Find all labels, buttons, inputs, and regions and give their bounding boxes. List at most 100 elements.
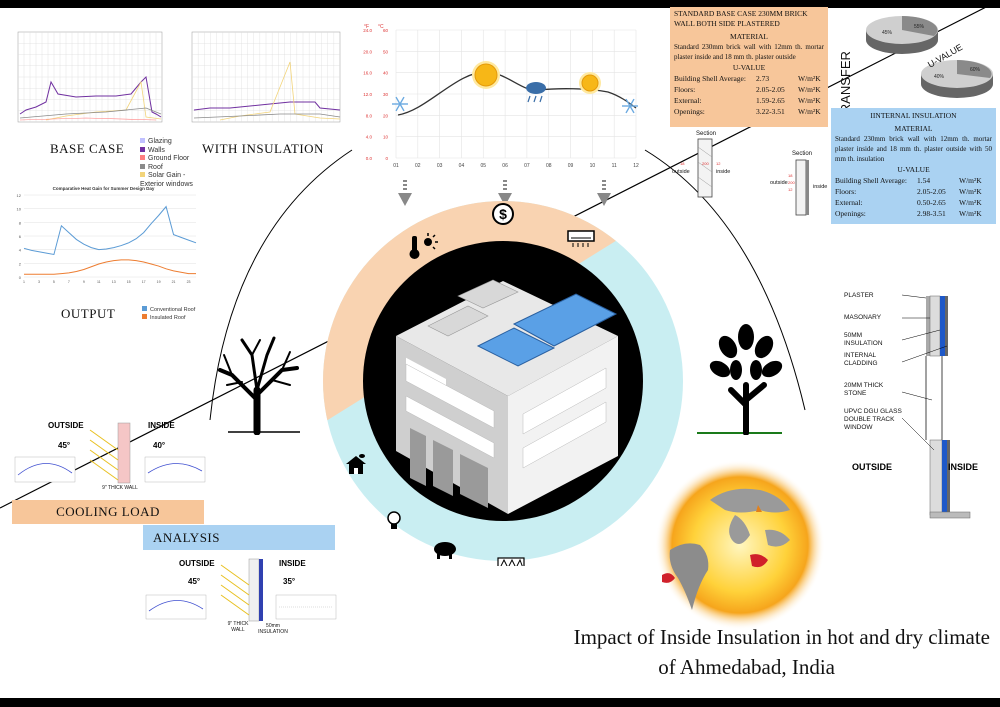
- pie-bottom-slice-b: 60%: [970, 67, 981, 73]
- climate-month-label: 09: [568, 163, 574, 169]
- pie-chart-top: 55% 45%: [866, 16, 938, 54]
- ins-uvalue-row-value: 0.50-2.65: [917, 198, 946, 207]
- base-case-caption: BASE CASE: [50, 141, 125, 156]
- output-chart-box: Comparative Heat Gain for Summer Design …: [6, 186, 201, 294]
- output-xtick: 17: [142, 280, 146, 284]
- climate-month-label: 06: [502, 163, 508, 169]
- detail-inside: INSIDE: [948, 462, 979, 472]
- legend-item-glazing: Glazing: [140, 138, 210, 147]
- cool-top-in-temp: 40°: [153, 441, 166, 450]
- detail-label-plaster: PLASTER: [844, 292, 874, 299]
- ins-uvalue-row-value: 1.54: [917, 176, 931, 185]
- section-ins-title: Section: [792, 151, 812, 157]
- rain-drop: [527, 95, 531, 103]
- base-uvalue-row-key: Building Shell Average:: [674, 74, 746, 83]
- bottom-black-bar: [0, 698, 1000, 707]
- cooling-diagram-bottom: OUTSIDE INSIDE 45° 35° 9" THICK WALL 50m…: [143, 553, 343, 638]
- insulation-roll-icon: [497, 557, 525, 566]
- sun-icon: [474, 63, 498, 87]
- climate-right-tick: 60: [383, 28, 389, 33]
- climate-month-label: 10: [590, 163, 596, 169]
- output-xtick: 5: [53, 280, 55, 284]
- insulation-uvalue-title: U-VALUE: [897, 165, 930, 174]
- legend-insulated-roof: Insulated Roof: [142, 314, 195, 322]
- output-chart-title: Comparative Heat Gain for Summer Design …: [52, 186, 155, 191]
- detail-label-insulation: 50MM INSULATION: [844, 332, 883, 347]
- cool-top-out-temp: 45°: [58, 441, 71, 450]
- base-uvalue-row-unit: W/m²K: [798, 96, 821, 105]
- section-base-dim-inner: 12: [716, 161, 721, 166]
- insulation-panel: IINTERNAL INSULATION MATERIAL Standard 2…: [831, 108, 996, 224]
- cool-bot-inside: INSIDE: [279, 559, 306, 568]
- ins-uvalue-row-key: Building Shell Average:: [835, 176, 907, 185]
- base-case-panel: STANDARD BASE CASE 230MM BRICK WALL BOTH…: [670, 7, 828, 127]
- lightbulb-icon: [387, 511, 401, 529]
- base-uvalue-row-unit: W/m²K: [798, 85, 821, 94]
- section-ins-dim-wall: 200: [788, 180, 795, 185]
- arrow-middle: [498, 180, 512, 206]
- snowflake-icon: [622, 98, 638, 114]
- climate-month-label: 02: [415, 163, 421, 169]
- climate-left-tick: 0.0: [366, 156, 373, 161]
- climate-month-label: 12: [633, 163, 639, 169]
- ins-uvalue-row-key: Floors:: [835, 187, 857, 196]
- output-ytick: 10: [17, 207, 22, 212]
- output-xtick: 11: [97, 280, 101, 284]
- base-uvalue-row-value: 1.59-2.65: [756, 96, 785, 105]
- ins-uvalue-row-unit: W/m²K: [959, 209, 982, 218]
- section-base: Section 18 200 12 outside inside: [672, 131, 730, 198]
- arrow-right: [597, 180, 611, 206]
- poster-title: Impact of Inside Insulation in hot and d…: [510, 622, 990, 682]
- climate-right-tick: 40: [383, 71, 389, 76]
- base-uvalue-row-key: External:: [674, 96, 702, 105]
- base-uvalue-row-value: 3.22-3.51: [756, 107, 785, 116]
- climate-month-label: 01: [393, 163, 399, 169]
- output-legend: Conventional Roof Insulated Roof: [142, 306, 195, 322]
- title-line-1: Impact of Inside Insulation in hot and d…: [573, 625, 990, 649]
- output-series-insulated: [24, 259, 196, 275]
- ins-uvalue-row-unit: W/m²K: [959, 198, 982, 207]
- base-uvalue-row-key: Floors:: [674, 85, 696, 94]
- section-base-dim-wall: 200: [702, 161, 709, 166]
- wall-detail-drawing: [902, 294, 971, 519]
- section-insulated: Section 18 200 12 outside inside: [770, 151, 827, 216]
- output-xtick: 13: [112, 280, 116, 284]
- insulation-material-title: MATERIAL: [894, 124, 933, 133]
- ins-uvalue-row: External: 0.50-2.65 W/m²K: [835, 197, 992, 208]
- output-ytick: 6: [19, 234, 22, 239]
- ins-uvalue-row-unit: W/m²K: [959, 187, 982, 196]
- output-xtick: 7: [68, 280, 70, 284]
- section-base-inside: inside: [716, 169, 730, 175]
- legend-item-ground-floor: Ground Floor: [140, 155, 210, 164]
- detail-label-window: UPVC DGU GLASS DOUBLE TRACK WINDOW: [844, 408, 902, 431]
- pie-chart-bottom: 60% 40%: [921, 60, 993, 98]
- climate-right-tick: 30: [383, 92, 389, 97]
- output-caption: OUTPUT: [61, 306, 116, 321]
- base-case-material-title: MATERIAL: [730, 32, 768, 41]
- top-black-bar: [0, 0, 1000, 8]
- climate-month-label: 07: [524, 163, 530, 169]
- base-case-chart: [6, 22, 166, 134]
- output-xtick: 1: [23, 280, 25, 284]
- piggy-bank-icon: [434, 542, 456, 559]
- ins-uvalue-row-key: External:: [835, 198, 863, 207]
- c-axis-label: °C: [378, 24, 384, 30]
- ins-uvalue-row-unit: W/m²K: [959, 176, 982, 185]
- cool-top-wall-label: 9" THICK WALL: [102, 485, 138, 491]
- base-case-uvalue-title: U-VALUE: [732, 63, 766, 72]
- legend-conventional-roof: Conventional Roof: [142, 306, 195, 314]
- output-xtick: 21: [172, 280, 176, 284]
- ins-uvalue-row-value: 2.05-2.05: [917, 187, 946, 196]
- cool-bot-out-temp: 45°: [188, 577, 201, 586]
- sun-icon: [581, 74, 599, 92]
- climate-left-tick: 24.0: [363, 28, 372, 33]
- detail-label-stone: 20MM THICK STONE: [844, 382, 884, 397]
- cool-top-outside: OUTSIDE: [48, 421, 84, 430]
- world-map-shapes: [710, 488, 790, 547]
- climate-month-label: 08: [546, 163, 552, 169]
- climate-month-label: 05: [480, 163, 486, 169]
